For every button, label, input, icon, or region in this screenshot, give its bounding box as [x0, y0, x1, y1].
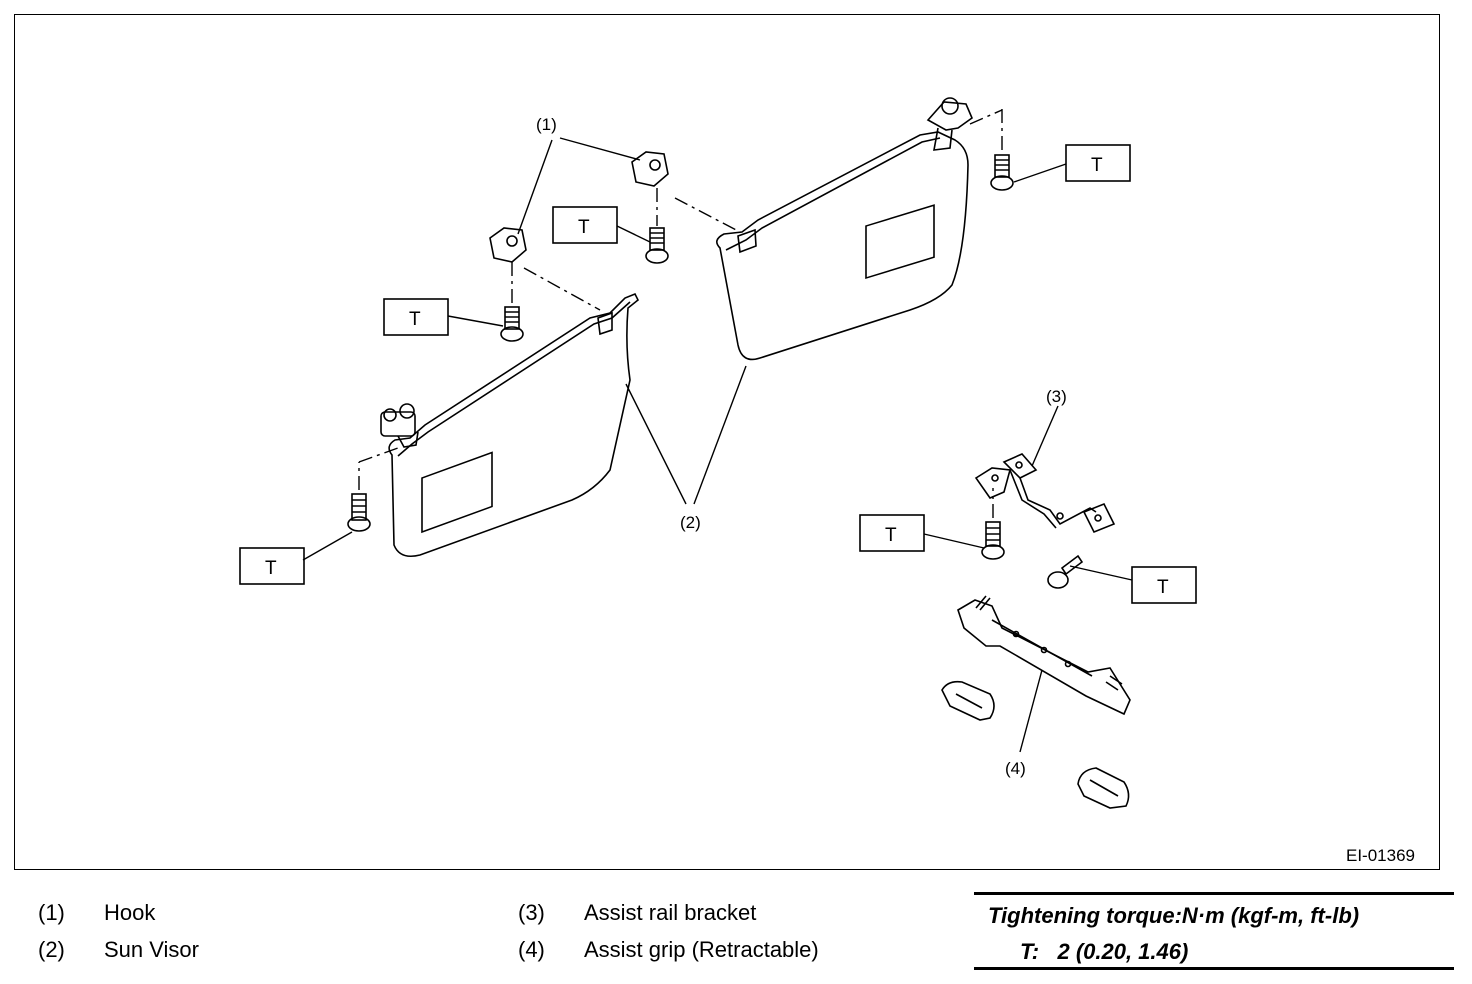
torque-mark: T — [409, 309, 421, 330]
left-visor-pivot-icon — [380, 411, 416, 437]
torque-mark-box — [859, 514, 925, 552]
legend-assist-rail-bracket: Assist rail bracket — [584, 900, 757, 925]
torque-mark: T — [265, 558, 277, 579]
grip-cap-icon — [941, 680, 995, 721]
hook-icon — [489, 227, 527, 263]
torque-mark-box — [1131, 566, 1197, 604]
figure-id: EI-01369 — [1346, 846, 1415, 865]
legend-number: (2) — [38, 937, 65, 962]
screw-icon — [500, 306, 524, 342]
legend-hook: Hook — [104, 900, 156, 925]
diagram-frame — [14, 14, 1440, 870]
right-visor-mirror-icon — [865, 204, 935, 280]
torque-spec-box: Tightening torque:N·m (kgf-m, ft-lb) T: … — [974, 892, 1454, 970]
torque-mark: T — [1157, 577, 1169, 598]
right-sun-visor — [716, 97, 973, 361]
callout-assist-grip: (4) — [1005, 759, 1026, 778]
grip-cap-icon — [1077, 767, 1130, 809]
torque-mark-box — [239, 547, 305, 585]
screws — [347, 154, 1084, 589]
torque-boxes — [239, 144, 1197, 604]
legend-number: (4) — [518, 937, 545, 962]
torque-mark-box — [383, 298, 449, 336]
legend-number: (1) — [38, 900, 65, 925]
assist-rail-bracket — [974, 453, 1116, 534]
legend-assist-grip: Assist grip (Retractable) — [584, 937, 819, 962]
left-visor-mirror-icon — [421, 451, 493, 534]
torque-mark-box — [552, 206, 618, 244]
right-visor-pivot-icon — [926, 101, 973, 131]
assembly-lines — [358, 104, 1003, 518]
torque-mark: T — [885, 525, 897, 546]
hook-parts — [489, 151, 669, 263]
screw-icon — [981, 521, 1005, 560]
hook-icon — [631, 151, 669, 187]
screw-icon — [990, 154, 1014, 191]
torque-title: Tightening torque:N·m (kgf-m, ft-lb) — [988, 903, 1360, 928]
screw-icon — [347, 493, 371, 532]
left-sun-visor — [380, 292, 640, 558]
callout-sun-visor: (2) — [680, 513, 701, 532]
torque-mark: T — [578, 217, 590, 238]
leader-lines — [302, 137, 1133, 753]
torque-mark-box — [1065, 144, 1131, 182]
legend-number: (3) — [518, 900, 545, 925]
screw-icon — [1047, 554, 1084, 589]
torque-mark: T — [1091, 155, 1103, 176]
legend-sun-visor: Sun Visor — [104, 937, 199, 962]
callout-assist-rail-bracket: (3) — [1046, 387, 1067, 406]
callout-hook: (1) — [536, 115, 557, 134]
screw-icon — [645, 227, 669, 264]
torque-value: T: 2 (0.20, 1.46) — [1020, 939, 1189, 964]
assist-grip — [941, 595, 1131, 809]
